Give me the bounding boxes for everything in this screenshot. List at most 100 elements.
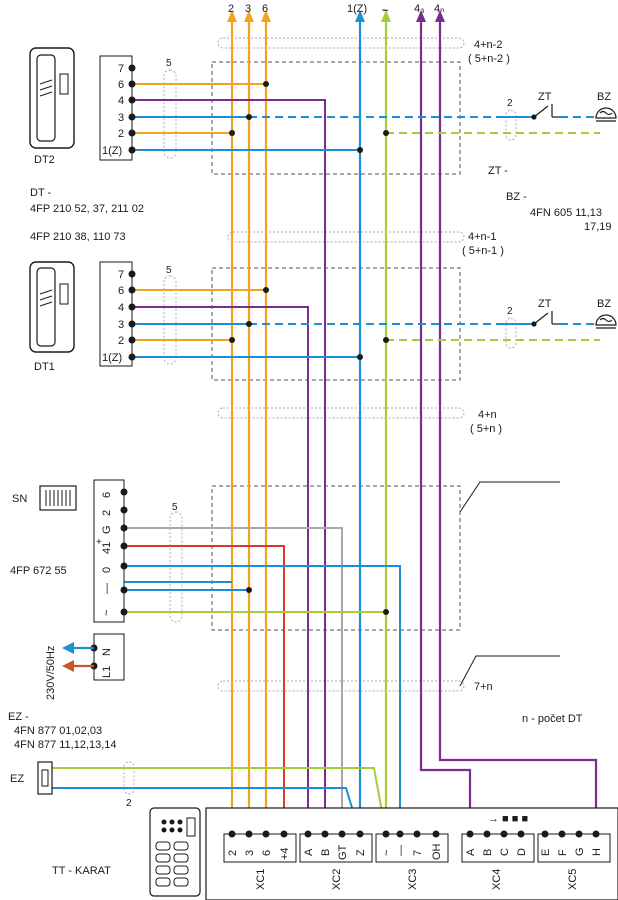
cable-labels: 4+n-2 ( 5+n-2 ) 4+n-1 ( 5+n-1 ) 4+n ( 5+… — [126, 39, 513, 809]
xc3-pin: — — [395, 845, 407, 856]
power-pin-l1: L1 — [101, 666, 113, 678]
dt1-pin: 4 — [118, 302, 124, 314]
xc3-pin: 7 — [412, 850, 424, 856]
dt-info-line: DT - — [30, 187, 52, 199]
bz-label: BZ — [597, 298, 611, 310]
wire-label-4-n: 4ₙ — [434, 3, 445, 15]
dt1-pin: 3 — [118, 319, 124, 331]
ez-info-line: EZ - — [8, 711, 29, 723]
cable-count: 5 — [166, 265, 172, 276]
xc1-pin: 6 — [261, 850, 273, 856]
sn-pin: — — [101, 583, 113, 594]
cable-label: 7+n — [474, 681, 493, 693]
dt1-pin: 2 — [118, 335, 124, 347]
dt1-pin: 7 — [118, 269, 124, 281]
xc2-pin: B — [320, 849, 332, 856]
tt-karat-panel: TT - KARAT — [52, 807, 201, 897]
xc5-pin: H — [591, 848, 603, 856]
zt-label: ZT — [538, 91, 552, 103]
sn-device: SN — [12, 485, 77, 511]
cable-count: 2 — [126, 798, 132, 809]
note-n-count: n - počet DT — [522, 713, 583, 725]
wire-label-1z: 1(Z) — [347, 3, 367, 15]
dt1-wires — [132, 289, 600, 834]
xc5-name: XC5 — [567, 869, 579, 890]
cable-label: 4+n — [478, 409, 497, 421]
xc3-pin: ~ — [381, 850, 393, 856]
cable-count: 5 — [166, 58, 172, 69]
dt2-device: DT2 — [29, 47, 75, 166]
sn-label: SN — [12, 493, 27, 505]
cable-label: ( 5+n-1 ) — [462, 245, 504, 257]
xc5-pin: G — [574, 847, 586, 856]
dt1-terminal-block: 7 6 4 3 2 1(Z) — [99, 261, 136, 367]
xc2-name: XC2 — [331, 869, 343, 890]
xc1-pin: 2 — [227, 850, 239, 856]
dt2-wires — [132, 83, 600, 834]
dt2-pin: 3 — [118, 112, 124, 124]
sn-pin: 41 — [101, 542, 113, 554]
sn-code: 4FP 672 55 — [10, 565, 67, 577]
dt2-pin: 2 — [118, 128, 124, 140]
junction-dots — [229, 81, 389, 615]
dt2-terminal-block: 7 6 4 3 2 1(Z) — [99, 55, 136, 161]
sn-pin: ~ — [101, 610, 113, 616]
xc1-name: XC1 — [255, 869, 267, 890]
cable-marks — [123, 37, 517, 795]
xc1-pin: 3 — [244, 850, 256, 856]
ez-info-line: 4FN 877 11,12,13,14 — [14, 739, 117, 751]
dt-info-line: 4FP 210 52, 37, 211 02 — [30, 203, 144, 215]
cable-label: 4+n-2 — [474, 39, 502, 51]
xc4-name: XC4 — [491, 869, 503, 890]
sn-plus-label: + — [96, 537, 102, 548]
wire-label-6: 6 — [262, 3, 268, 15]
bz-legend: BZ - — [506, 191, 527, 203]
dt2-pin: 7 — [118, 63, 124, 75]
bottom-terminal-strip: 2 3 6 +4 XC1 A B GT Z XC2 ~ — 7 OH XC3 A… — [205, 807, 618, 900]
wire-label-3: 3 — [245, 3, 251, 15]
dt1-label: DT1 — [34, 361, 55, 373]
xc5-pin: F — [557, 849, 569, 856]
dt-info: DT - 4FP 210 52, 37, 211 02 4FP 210 38, … — [30, 187, 144, 243]
ez-label: EZ — [10, 773, 24, 785]
sn-pin: G — [101, 525, 113, 534]
zt-label: ZT — [538, 298, 552, 310]
zt-bz-labels: ZT BZ ZT BZ ZT - BZ - 4FN 605 11,13 17,1… — [488, 91, 612, 310]
ez-info: EZ - 4FN 877 01,02,03 4FN 877 11,12,13,1… — [8, 711, 117, 751]
vertical-wires — [230, 22, 598, 834]
dt1-pin: 1(Z) — [102, 352, 122, 364]
dt2-label: DT2 — [34, 154, 55, 166]
dt1-device: DT1 — [29, 261, 75, 373]
cable-label: ( 5+n ) — [470, 423, 502, 435]
power-voltage: 230V/50Hz — [45, 646, 57, 700]
xc5-pin: E — [540, 849, 552, 856]
bz-code: 17,19 — [584, 221, 612, 233]
cable-count: 2 — [507, 306, 513, 317]
dt2-pin: 6 — [118, 79, 124, 91]
sn-pin: 6 — [101, 492, 113, 498]
zt-bz-symbols — [531, 104, 617, 329]
dt1-pin: 6 — [118, 285, 124, 297]
sn-terminal-block: 6 2 G 41 0 — ~ + — [93, 479, 128, 623]
more-modules-arrow: → ■ ■ ■ — [488, 813, 528, 825]
dt2-pin: 4 — [118, 95, 124, 107]
tt-label: TT - KARAT — [52, 865, 111, 877]
ez-device: EZ — [10, 761, 53, 795]
xc3-name: XC3 — [407, 869, 419, 890]
dt2-pin: 1(Z) — [102, 145, 122, 157]
xc4-pin: C — [499, 848, 511, 856]
sn-wires — [114, 527, 401, 834]
power-terminal: N L1 230V/50Hz — [45, 633, 125, 700]
top-arrowheads — [227, 10, 445, 22]
xc4-pin: D — [516, 848, 528, 856]
xc3-pin: OH — [431, 843, 443, 860]
cable-label: ( 5+n-2 ) — [468, 53, 510, 65]
wire-label-2: 2 — [228, 3, 234, 15]
zt-legend: ZT - — [488, 165, 508, 177]
sn-pin: 0 — [101, 567, 113, 573]
top-wire-labels: 2 3 6 1(Z) ~ 4₃ 4ₙ — [228, 3, 445, 17]
bz-code: 4FN 605 11,13 — [530, 207, 602, 219]
xc2-pin: A — [303, 848, 315, 856]
cable-count: 2 — [507, 98, 513, 109]
